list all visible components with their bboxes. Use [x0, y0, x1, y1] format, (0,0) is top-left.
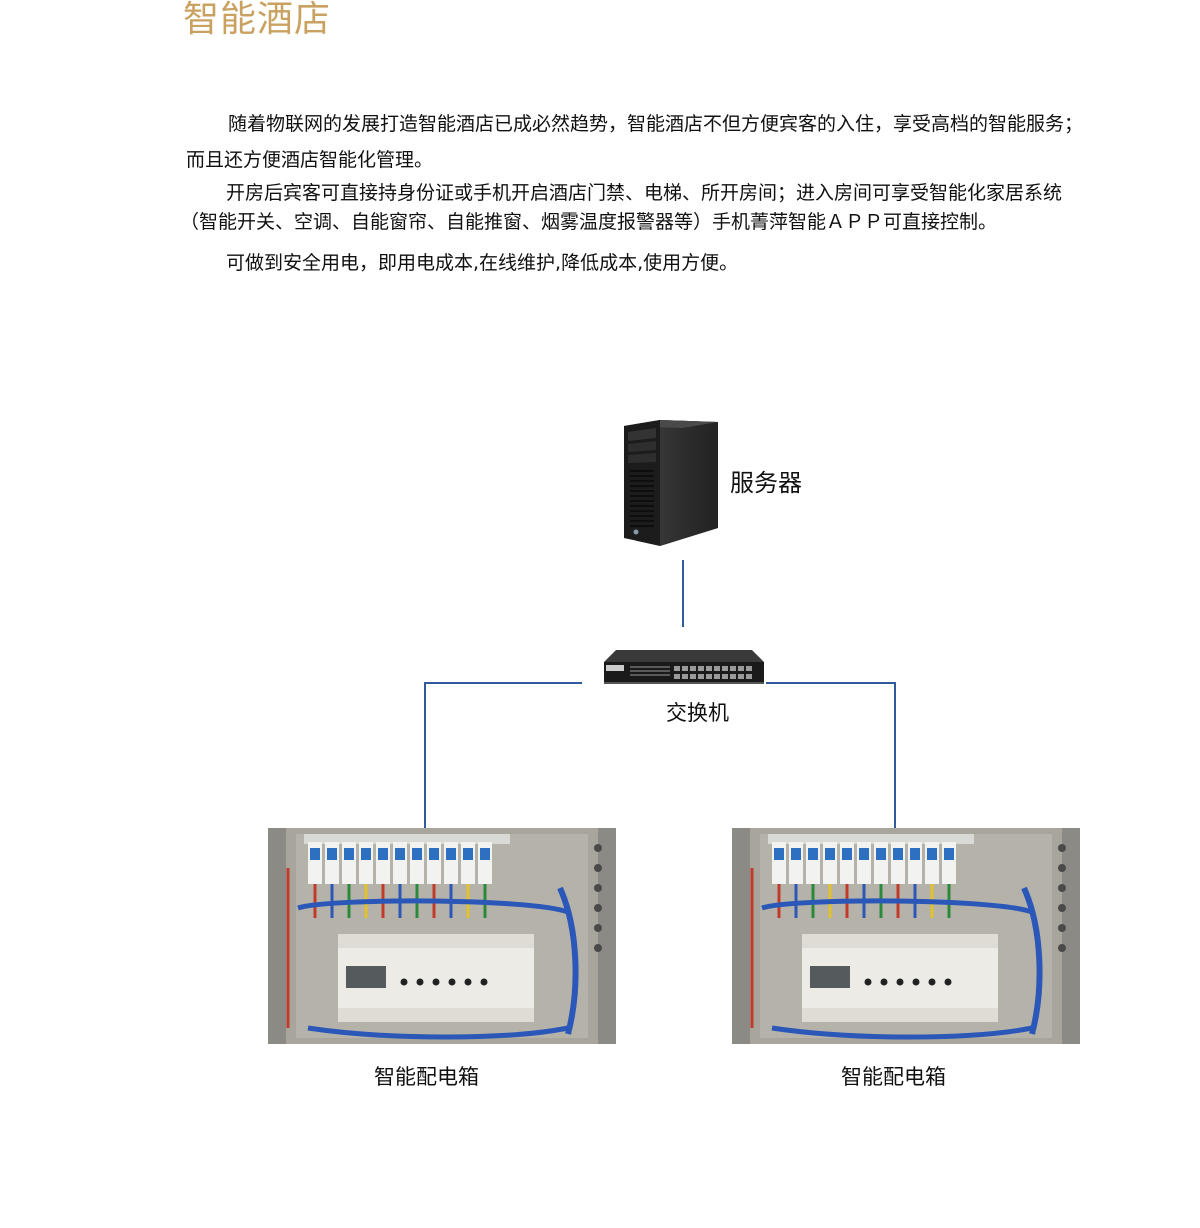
distribution-box-right-label: 智能配电箱 [841, 1065, 946, 1089]
switch-label: 交换机 [666, 701, 729, 725]
switch-right-connector-horizontal [766, 682, 896, 684]
server-switch-connector [682, 560, 684, 627]
distribution-box-left-image [268, 828, 616, 1044]
distribution-box-right-image [732, 828, 1080, 1044]
intro-paragraph-3: 可做到安全用电，即用电成本,在线维护,降低成本,使用方便。 [226, 252, 739, 274]
intro-paragraph-1-line-2: 而且还方便酒店智能化管理。 [186, 149, 434, 171]
switch-left-connector-vertical [424, 682, 426, 828]
intro-paragraph-2-line-2: （智能开关、空调、自能窗帘、自能推窗、烟雾温度报警器等）手机菁萍智能ＡＰＰ可直接… [180, 211, 998, 233]
switch-left-connector-horizontal [424, 682, 582, 684]
page-title: 智能酒店 [183, 0, 332, 40]
server-label: 服务器 [730, 469, 802, 497]
switch-right-connector-vertical [894, 682, 896, 828]
distribution-box-left-label: 智能配电箱 [374, 1065, 479, 1089]
intro-paragraph-2-line-1: 开房后宾客可直接持身份证或手机开启酒店门禁、电梯、所开房间；进入房间可享受智能化… [226, 182, 1063, 204]
intro-paragraph-1-line-1: 随着物联网的发展打造智能酒店已成必然趋势，智能酒店不但方便宾客的入住，享受高档的… [228, 113, 1084, 135]
server-image [618, 416, 722, 548]
switch-image [602, 648, 766, 686]
